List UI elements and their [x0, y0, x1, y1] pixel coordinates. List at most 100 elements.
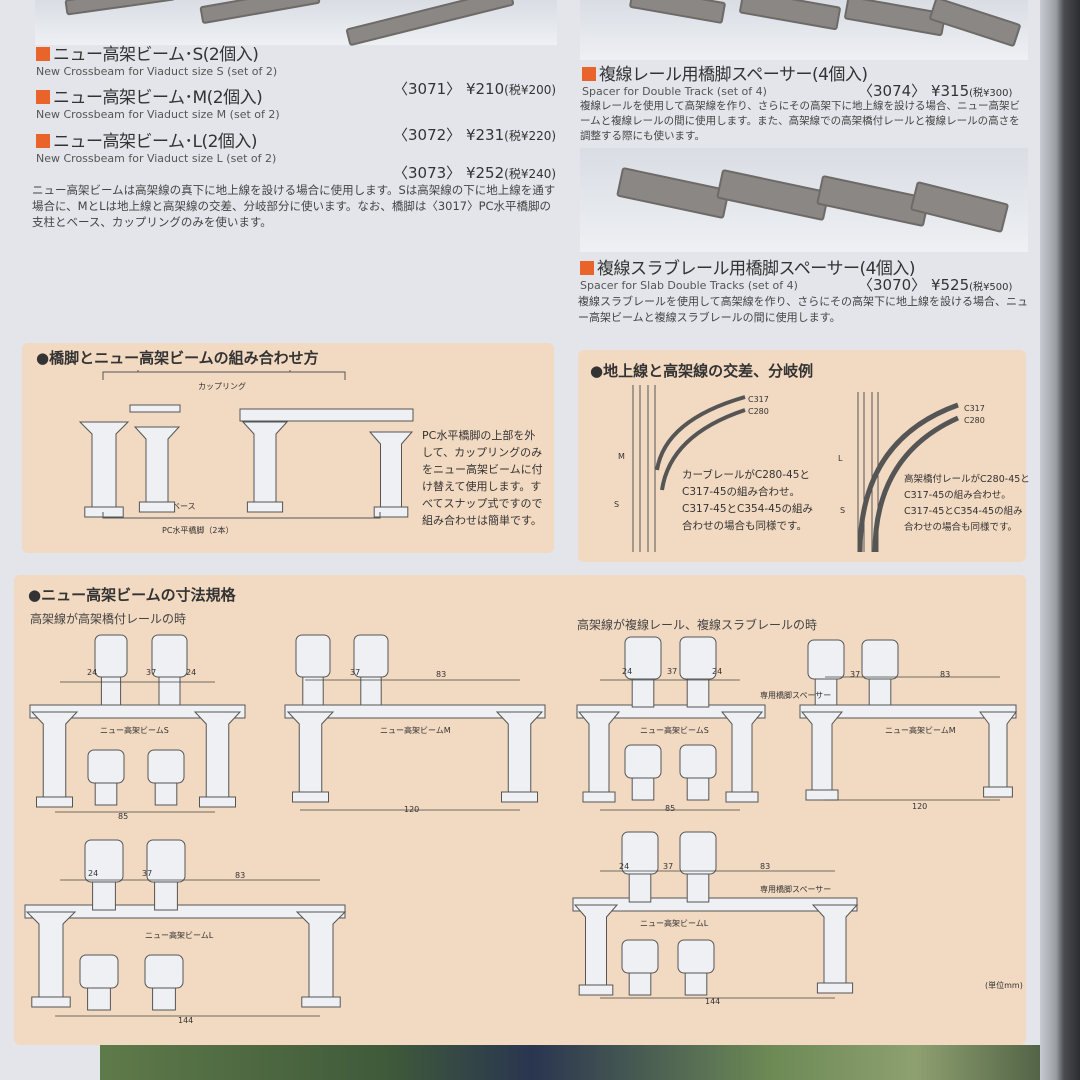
pier-base [246, 501, 284, 513]
dim-120: 120 [404, 805, 420, 814]
dim-24: 24 [87, 668, 98, 677]
dim-24: 24 [712, 667, 723, 676]
bogie [92, 881, 116, 911]
pier [241, 421, 289, 503]
dim-144: 144 [178, 1016, 194, 1025]
product-name: ニュー高架ビーム･M(2個入) [53, 88, 263, 108]
price-3071: 〈3071〉 ¥210(税¥200) [393, 80, 557, 98]
train-car [807, 639, 845, 680]
train-car [87, 749, 125, 784]
dim-37: 37 [667, 667, 678, 676]
pier [811, 904, 859, 984]
train-car [621, 939, 659, 974]
beam-m-label: ニュー高架ビームM [380, 726, 451, 735]
curve-track [655, 395, 746, 491]
product-3070: 複線スラブレール用橋脚スペーサー(4個入) Spacer for Slab Do… [580, 259, 916, 292]
dim-37: 37 [850, 670, 861, 679]
train-car [679, 831, 717, 875]
dim-83: 83 [436, 670, 447, 679]
m-label: M [618, 452, 625, 461]
subtitle-double-rail: 高架線が複線レール、複線スラブレールの時 [577, 618, 818, 632]
bogie [87, 987, 111, 1011]
pier [800, 711, 844, 791]
pier-top [129, 404, 181, 413]
pier [573, 904, 619, 986]
product-3073: ニュー高架ビーム･L(2個入) New Crossbeam for Viaduc… [36, 127, 276, 165]
pier-base [292, 791, 329, 803]
price-3073: 〈3073〉 ¥252(税¥240) [393, 164, 557, 182]
panel-title: ●地上線と高架線の交差、分岐例 [590, 362, 814, 380]
bogie [100, 676, 122, 706]
orange-square-icon [36, 90, 50, 104]
panel-title: ●橋脚とニュー高架ビームの組み合わせ方 [36, 349, 319, 367]
pier [979, 711, 1017, 788]
base-label: ベース [172, 502, 196, 511]
bogie [814, 678, 838, 706]
s-label: S [840, 506, 846, 515]
pier [577, 711, 621, 793]
dim-24: 24 [619, 862, 630, 871]
dim-83: 83 [235, 871, 246, 880]
beam-l-label: ニュー高架ビームL [640, 919, 709, 928]
beam-m-label: ニュー高架ビームM [885, 726, 956, 735]
bogie [868, 678, 892, 706]
spacer-description: 複線レールを使用して高架線を作り、さらにその高架下に地上線を設ける場合、ニュー高… [580, 100, 1021, 142]
bogie [631, 777, 655, 801]
panel-title: ●ニュー高架ビームの寸法規格 [28, 586, 236, 604]
product-photo-spacer-double [580, 0, 1028, 60]
s-label: S [614, 500, 620, 509]
train-car [295, 634, 331, 678]
train-car [94, 634, 128, 678]
dim-24: 24 [88, 869, 99, 878]
pier-base [582, 791, 616, 803]
orange-square-icon [582, 67, 596, 81]
product-photo-crossbeam [35, 0, 557, 47]
pier-base [816, 982, 854, 994]
unit-label: (単位mm) [985, 981, 1023, 990]
coupling-label: カップリング [198, 382, 246, 391]
dim-24: 24 [186, 668, 197, 677]
bogie [154, 881, 178, 911]
crossing-panel: ●地上線と高架線の交差、分岐例 C317 C280 M S C317 C280 … [578, 350, 1030, 562]
dim-85: 85 [118, 812, 129, 821]
bogie [628, 873, 652, 903]
product-name-en: New Crossbeam for Viaduct size L (set of… [36, 152, 277, 165]
pier-base [983, 786, 1013, 798]
pier [30, 711, 79, 798]
bogie [684, 972, 708, 996]
bogie [94, 782, 118, 806]
pier-label: PC水平橋脚（2本） [162, 526, 234, 535]
crossbeam [284, 704, 546, 719]
pier-base [36, 796, 73, 808]
train-car [679, 636, 717, 680]
beam-s-label: ニュー高架ビームS [100, 726, 169, 735]
pier-base [578, 984, 614, 996]
train-car [147, 749, 185, 784]
dim-24: 24 [622, 667, 633, 676]
product-name: ニュー高架ビーム･L(2個入) [53, 132, 258, 152]
dim-120: 120 [912, 802, 928, 811]
crossbeam-description: ニュー高架ビームは高架線の真下に地上線を設ける場合に使用します。Sは高架線の下に… [32, 183, 556, 229]
crossing-note-1: カーブレールがC280-45と C317-45の組み合わせ。 C317-45とC… [682, 469, 814, 532]
product-3071: ニュー高架ビーム･S(2個入) New Crossbeam for Viaduc… [36, 40, 277, 78]
pier [368, 431, 414, 508]
dim-83: 83 [760, 862, 771, 871]
product-3074: 複線レール用橋脚スペーサー(4個入) Spacer for Double Tra… [582, 65, 868, 98]
price-3074: 〈3074〉 ¥315(税¥300) [858, 82, 1013, 100]
bogie [158, 676, 181, 706]
pier-base [501, 791, 538, 803]
c280-label: C280 [748, 407, 769, 416]
curve-track [857, 402, 960, 553]
bogie [686, 873, 710, 903]
dim-83: 83 [940, 670, 951, 679]
pier [25, 911, 77, 998]
pier-base [805, 789, 839, 801]
pier-base [301, 996, 341, 1008]
product-photo-spacer-slab [580, 148, 1028, 252]
pier-base [373, 506, 409, 518]
c280-label: C280 [964, 416, 985, 425]
pier-base [31, 996, 71, 1008]
train-car [861, 639, 899, 680]
dim-85: 85 [665, 804, 676, 813]
